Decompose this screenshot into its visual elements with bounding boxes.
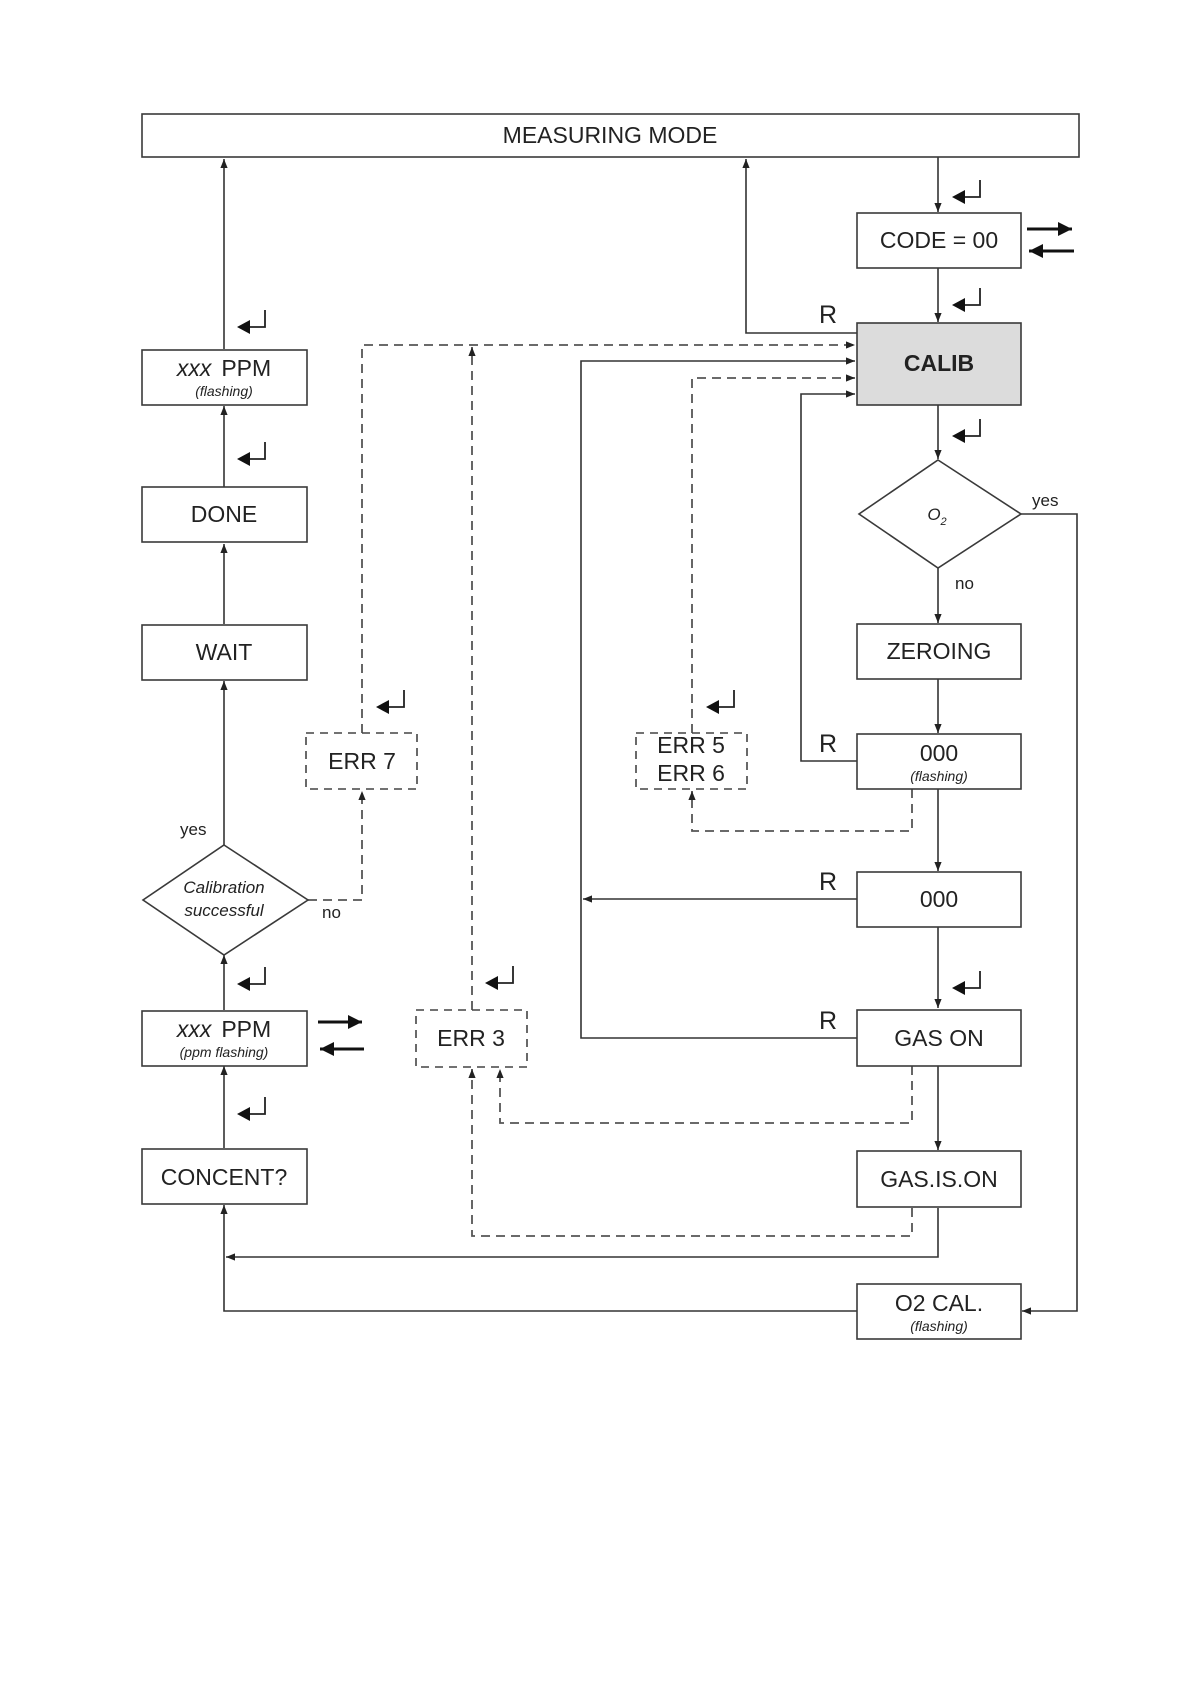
node-gas-is-on: GAS.IS.ON xyxy=(856,1150,1022,1208)
reset-label-gas-on: R xyxy=(819,1007,837,1035)
dashed-gas-on-to-err3 xyxy=(496,1066,913,1124)
o2-label: O2 xyxy=(927,505,946,528)
o2-cal-main: O2 CAL. xyxy=(895,1290,983,1316)
error-connectors xyxy=(308,341,913,1237)
node-calib: CALIB xyxy=(856,322,1022,406)
node-o2-cal: O2 CAL. (flashing) xyxy=(856,1283,1022,1340)
node-code: CODE = 00 xyxy=(856,212,1022,269)
node-gas-on: GAS ON xyxy=(856,1009,1022,1067)
node-wait: WAIT xyxy=(141,624,308,681)
done-label: DONE xyxy=(191,501,257,527)
arrow-keys-icon-code xyxy=(1027,222,1074,258)
reset-label-000-flashing: R xyxy=(819,730,837,758)
node-measuring-mode: MEASURING MODE xyxy=(141,113,1080,158)
arrow-o2cal-to-concent xyxy=(220,1205,857,1312)
cal-yes-label: yes xyxy=(180,820,206,839)
cal-no-label: no xyxy=(322,903,341,922)
node-done: DONE xyxy=(141,486,308,543)
enter-key-icon xyxy=(237,967,266,991)
dashed-000-flashing-to-err56 xyxy=(688,789,913,832)
wait-label: WAIT xyxy=(196,639,253,665)
node-err56: ERR 5 ERR 6 xyxy=(635,732,748,790)
err3-label: ERR 3 xyxy=(437,1025,505,1051)
node-err3: ERR 3 xyxy=(415,1009,528,1068)
gas-on-label: GAS ON xyxy=(894,1025,983,1051)
enter-key-icon xyxy=(237,1097,266,1121)
enter-icons xyxy=(237,180,981,1121)
ppm-flashing-sub: (ppm flashing) xyxy=(180,1044,269,1060)
enter-key-icon xyxy=(237,442,266,466)
node-concent: CONCENT? xyxy=(141,1148,308,1205)
zero-flashing-sub: (flashing) xyxy=(910,768,968,784)
dashed-err56-to-calib xyxy=(691,374,855,733)
arrow-o2-yes-to-o2cal xyxy=(1020,513,1078,1315)
gas-is-on-label: GAS.IS.ON xyxy=(880,1166,998,1192)
arrow-000-flashing-reset-to-calib xyxy=(800,390,857,762)
arrow-gas-on-reset-to-calib xyxy=(580,357,857,1039)
o2-cal-sub: (flashing) xyxy=(910,1318,968,1334)
arrow-keys-icon-ppm xyxy=(318,1015,364,1056)
ppm-final-sub: (flashing) xyxy=(195,383,253,399)
cal-successful-line1: Calibration xyxy=(183,878,264,897)
node-zeroing: ZEROING xyxy=(856,623,1022,680)
dashed-gas-is-on-to-err3 xyxy=(468,1069,913,1237)
code-label: CODE = 00 xyxy=(880,227,998,253)
enter-key-icon xyxy=(376,690,405,714)
dashed-err7-to-calib xyxy=(361,341,855,733)
cal-successful-line2: successful xyxy=(184,901,265,920)
o2-no-label: no xyxy=(955,574,974,593)
err7-label: ERR 7 xyxy=(328,748,396,774)
reset-label-calib: R xyxy=(819,301,837,329)
node-000: 000 xyxy=(856,871,1022,928)
node-err7: ERR 7 xyxy=(305,732,418,790)
measuring-mode-label: MEASURING MODE xyxy=(503,122,718,148)
arrow-gas-is-on-to-concent-line xyxy=(226,1208,939,1261)
enter-key-icon xyxy=(952,288,981,312)
calib-label: CALIB xyxy=(904,350,974,376)
arrow-calib-reset-to-measuring xyxy=(742,159,857,334)
concent-label: CONCENT? xyxy=(161,1164,288,1190)
node-000-flashing: 000 (flashing) xyxy=(856,733,1022,790)
enter-key-icon xyxy=(706,690,735,714)
err6-label: ERR 6 xyxy=(657,760,725,786)
enter-key-icon xyxy=(952,180,981,204)
connectors xyxy=(220,157,1078,1315)
node-cal-successful: Calibration successful xyxy=(141,844,310,956)
dashed-cal-fail-to-err7 xyxy=(308,791,366,901)
zero-label: 000 xyxy=(920,886,958,912)
enter-key-icon xyxy=(237,310,266,334)
err5-label: ERR 5 xyxy=(657,732,725,758)
reset-label-000: R xyxy=(819,868,837,896)
node-o2-decision: O2 xyxy=(857,459,1023,569)
zeroing-label: ZEROING xyxy=(887,638,992,664)
enter-key-icon xyxy=(485,966,514,990)
o2-yes-label: yes xyxy=(1032,491,1058,510)
enter-key-icon xyxy=(952,971,981,995)
zero-flashing-main: 000 xyxy=(920,740,958,766)
enter-key-icon xyxy=(952,419,981,443)
